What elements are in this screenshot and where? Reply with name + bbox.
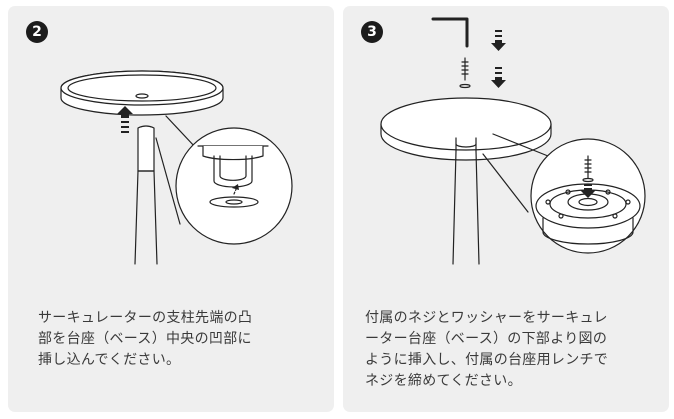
base-disc: [60, 70, 224, 116]
caption-line: サーキュレーターの支柱先端の凸: [38, 310, 253, 326]
support-pole: [134, 125, 158, 265]
caption-line: ように挿入し、付属の台座用レンチで: [365, 352, 609, 368]
caption-line: ーター台座（ベース）の下部より図の: [365, 331, 608, 347]
support-pole: [452, 137, 480, 265]
step-number-badge: 2: [26, 21, 48, 43]
washer-icon: [459, 83, 471, 89]
down-arrow-icon: [491, 67, 506, 88]
detail-zoom-circle: [175, 127, 293, 245]
step-2-caption: サーキュレーターの支柱先端の凸 部を台座（ベース）中央の凹部に 挿し込んでくださ…: [38, 308, 252, 371]
base-disc: [380, 97, 552, 161]
step-3-panel: 3: [343, 6, 669, 412]
hex-wrench-icon: [431, 17, 469, 48]
screw-icon: [461, 57, 469, 81]
up-arrow-icon: [117, 106, 133, 133]
step-2-illustration: [60, 70, 293, 265]
step-3-illustration: [380, 17, 646, 265]
step-2-panel: 2: [8, 6, 334, 412]
caption-line: 挿し込んでください。: [38, 352, 181, 368]
caption-line: 部を台座（ベース）中央の凹部に: [38, 331, 252, 347]
caption-line: 付属のネジとワッシャーをサーキュレ: [365, 310, 608, 326]
down-arrow-icon: [491, 30, 506, 51]
detail-zoom-circle: [530, 138, 646, 254]
caption-line: ネジを締めてください。: [365, 373, 522, 389]
step-number-badge: 3: [361, 21, 383, 43]
step-3-caption: 付属のネジとワッシャーをサーキュレ ーター台座（ベース）の下部より図の ように挿…: [365, 308, 608, 392]
